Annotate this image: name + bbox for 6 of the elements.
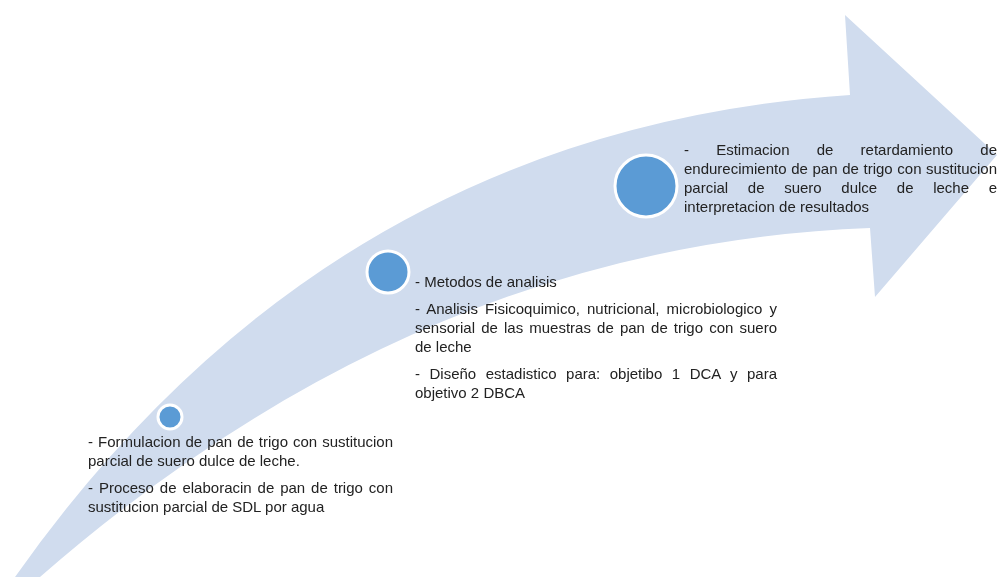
- step-description: - Proceso de elaboracin de pan de trigo con sustitucion parcial de SDL por agua: [88, 478, 393, 516]
- step-description: - Estimacion de retardamiento de endurecimiento de pan de trigo con sustitucion parcial de suero dulce de leche e interpretacion de resultados: [684, 140, 997, 216]
- step-description: - Diseño estadistico para: objetibo 1 DCA y para objetivo 2 DBCA: [415, 364, 777, 402]
- step-description: - Formulacion de pan de trigo con sustitucion parcial de suero dulce de leche.: [88, 432, 393, 470]
- step-description: - Analisis Fisicoquimico, nutricional, microbiologico y sensorial de las muestras de pan de trigo con suero de leche: [415, 299, 777, 356]
- step-description: - Metodos de analisis: [415, 272, 558, 291]
